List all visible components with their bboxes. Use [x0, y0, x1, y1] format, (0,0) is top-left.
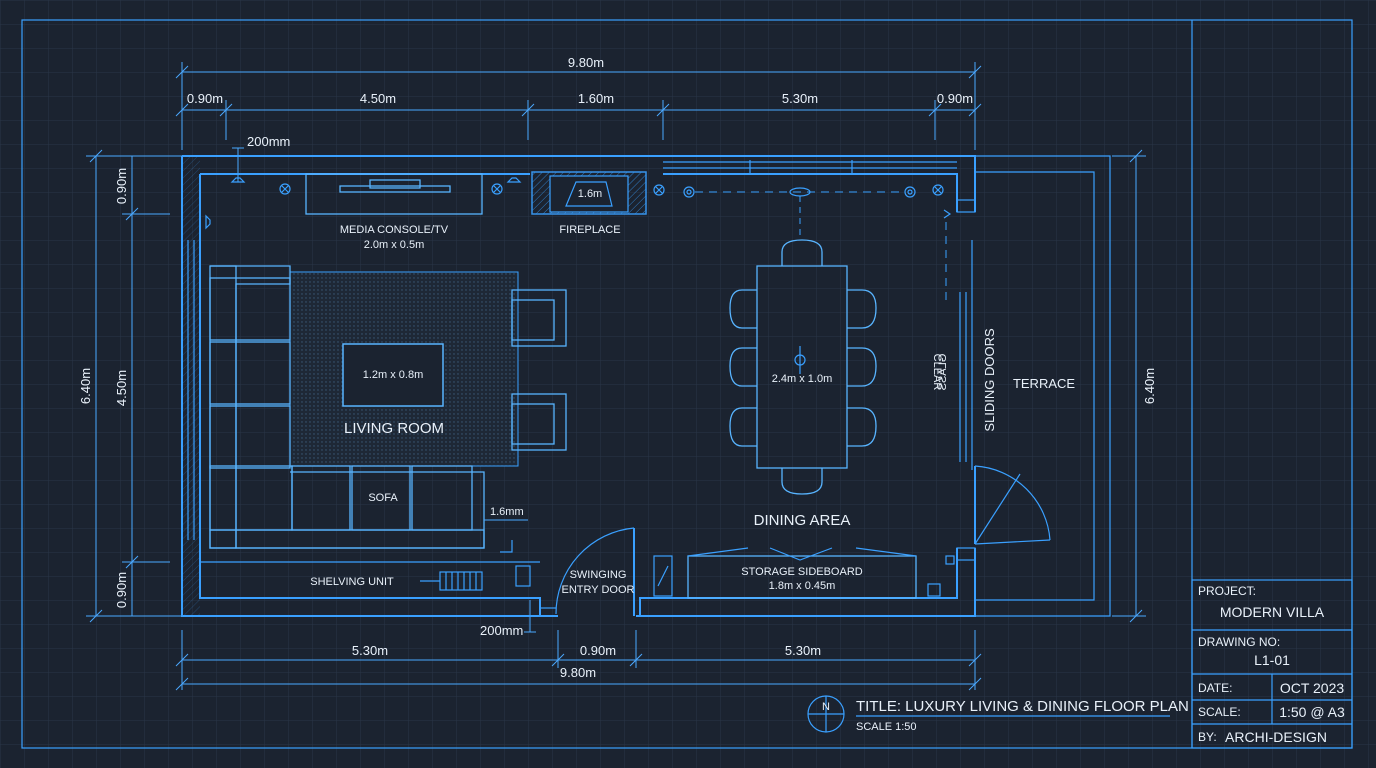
- media-console: [305, 173, 483, 215]
- sheet-border: [21, 19, 1353, 749]
- dim-top-seg-3: 1.60m: [578, 91, 614, 106]
- fireplace-label: FIREPLACE: [559, 224, 620, 236]
- dim-bottom-3: 5.30m: [785, 643, 821, 658]
- dim-left-total: 6.40m: [78, 368, 93, 404]
- drawing-title: TITLE: LUXURY LIVING & DINING FLOOR PLAN: [856, 698, 1189, 715]
- media-console-size: 2.0m x 0.5m: [364, 239, 425, 251]
- drawing-no-label: DRAWING NO:: [1198, 635, 1280, 649]
- date-label: DATE:: [1198, 681, 1232, 695]
- fixtures: [205, 177, 955, 597]
- living-room-label: LIVING ROOM: [344, 420, 444, 437]
- dining-set: [729, 239, 877, 495]
- storage-sideboard: [653, 547, 917, 599]
- date-value: OCT 2023: [1280, 680, 1345, 696]
- sectional-sofa: [209, 265, 485, 549]
- north-arrow: N: [807, 695, 845, 733]
- sofa-gap-label: 1.6mm: [490, 506, 524, 518]
- clear-glass-label-1: CLEAR: [931, 354, 943, 391]
- right-dimensions: 6.40m: [1112, 149, 1157, 623]
- dim-top-seg-5: 0.90m: [937, 91, 973, 106]
- fireplace-width-label: 1.6m: [578, 188, 602, 200]
- swinging-entry-door: [540, 527, 635, 616]
- media-console-label: MEDIA CONSOLE/TV: [340, 224, 449, 236]
- dim-bottom-1: 5.30m: [352, 643, 388, 658]
- left-dimensions: 6.40m 0.90m 4.50m 0.90m: [78, 149, 182, 623]
- north-label: N: [822, 701, 830, 713]
- sideboard-label: STORAGE SIDEBOARD: [741, 566, 862, 578]
- dining-area-label: DINING AREA: [754, 512, 851, 529]
- project-value: MODERN VILLA: [1220, 604, 1325, 620]
- by-label: BY:: [1198, 730, 1217, 744]
- dim-top-seg-1: 0.90m: [187, 91, 223, 106]
- clear-glass-label-2: GLASS: [937, 354, 949, 391]
- sliding-doors-label: SLIDING DOORS: [982, 328, 997, 432]
- walls: [181, 155, 976, 617]
- dim-offset-200-bottom: 200mm: [480, 623, 523, 638]
- sofa-label: SOFA: [368, 492, 398, 504]
- armchairs: [511, 289, 567, 451]
- drawing-no-value: L1-01: [1254, 652, 1290, 668]
- fireplace: 1.6m: [531, 171, 647, 215]
- project-label: PROJECT:: [1198, 584, 1256, 598]
- dim-left-bottom: 0.90m: [114, 572, 129, 608]
- dim-overall-top: 9.80m: [568, 55, 604, 70]
- dim-left-mid: 4.50m: [114, 370, 129, 406]
- title-block: PROJECT: MODERN VILLA DRAWING NO: L1-01 …: [1191, 579, 1353, 749]
- coffee-table-size: 1.2m x 0.8m: [363, 369, 424, 381]
- dim-top-seg-4: 5.30m: [782, 91, 818, 106]
- dim-offset-200-top: 200mm: [247, 134, 290, 149]
- shelving-unit: [200, 561, 540, 591]
- dining-table-size: 2.4m x 1.0m: [772, 373, 833, 385]
- dim-left-top: 0.90m: [114, 168, 129, 204]
- dim-overall-bottom: 9.80m: [560, 665, 596, 680]
- drawing-scale: SCALE 1:50: [856, 721, 917, 733]
- entry-door-label-2: ENTRY DOOR: [562, 584, 635, 596]
- by-value: ARCHI-DESIGN: [1225, 729, 1327, 745]
- sliding-doors: [959, 240, 973, 470]
- shelving-unit-label: SHELVING UNIT: [310, 576, 394, 588]
- entry-door-label-1: SWINGING: [570, 569, 627, 581]
- terrace-label: TERRACE: [1013, 376, 1075, 391]
- sideboard-size: 1.8m x 0.45m: [769, 580, 836, 592]
- dim-right-total: 6.40m: [1142, 368, 1157, 404]
- scale-label: SCALE:: [1198, 705, 1241, 719]
- coffee-table: [342, 343, 444, 407]
- scale-value: 1:50 @ A3: [1279, 704, 1345, 720]
- top-dimensions: 9.80m 0.90m 4.50m 1.60m 5.30m 0.90m 200m…: [175, 55, 982, 182]
- dim-top-seg-2: 4.50m: [360, 91, 396, 106]
- terrace: [974, 155, 1111, 617]
- dim-bottom-2: 0.90m: [580, 643, 616, 658]
